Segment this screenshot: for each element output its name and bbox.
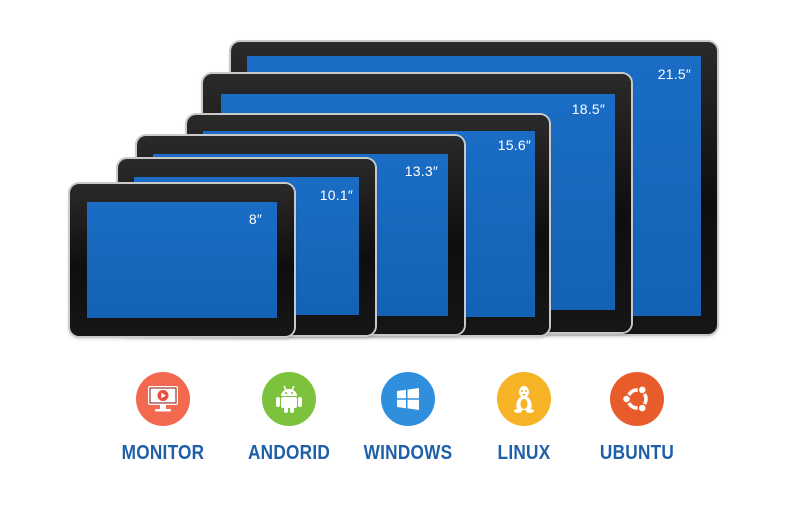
tablet-8: 8″: [70, 184, 294, 336]
os-item-monitor: MONITOR: [108, 372, 218, 465]
size-label-8: 8″: [248, 211, 262, 227]
size-label-13-3: 13.3″: [404, 163, 438, 179]
ubuntu-icon: [610, 372, 664, 426]
monitor-play-icon: [136, 372, 190, 426]
linux-tux-icon: [497, 372, 551, 426]
os-label-windows: WINDOWS: [363, 442, 453, 464]
size-label-10-1: 10.1″: [319, 187, 353, 203]
os-label-linux: LINUX: [497, 442, 551, 464]
size-label-15-6: 15.6″: [497, 137, 531, 153]
os-item-android: ANDORID: [234, 372, 344, 465]
os-item-ubuntu: UBUNTU: [582, 372, 692, 465]
tablet-screen: [87, 202, 277, 318]
size-label-18-5: 18.5″: [571, 101, 605, 117]
android-icon: [262, 372, 316, 426]
os-label-ubuntu: UBUNTU: [599, 442, 675, 464]
os-label-monitor: MONITOR: [121, 442, 205, 464]
os-item-linux: LINUX: [469, 372, 579, 465]
windows-icon: [381, 372, 435, 426]
os-item-windows: WINDOWS: [353, 372, 463, 465]
os-label-android: ANDORID: [247, 442, 331, 464]
size-label-21-5: 21.5″: [657, 66, 691, 82]
